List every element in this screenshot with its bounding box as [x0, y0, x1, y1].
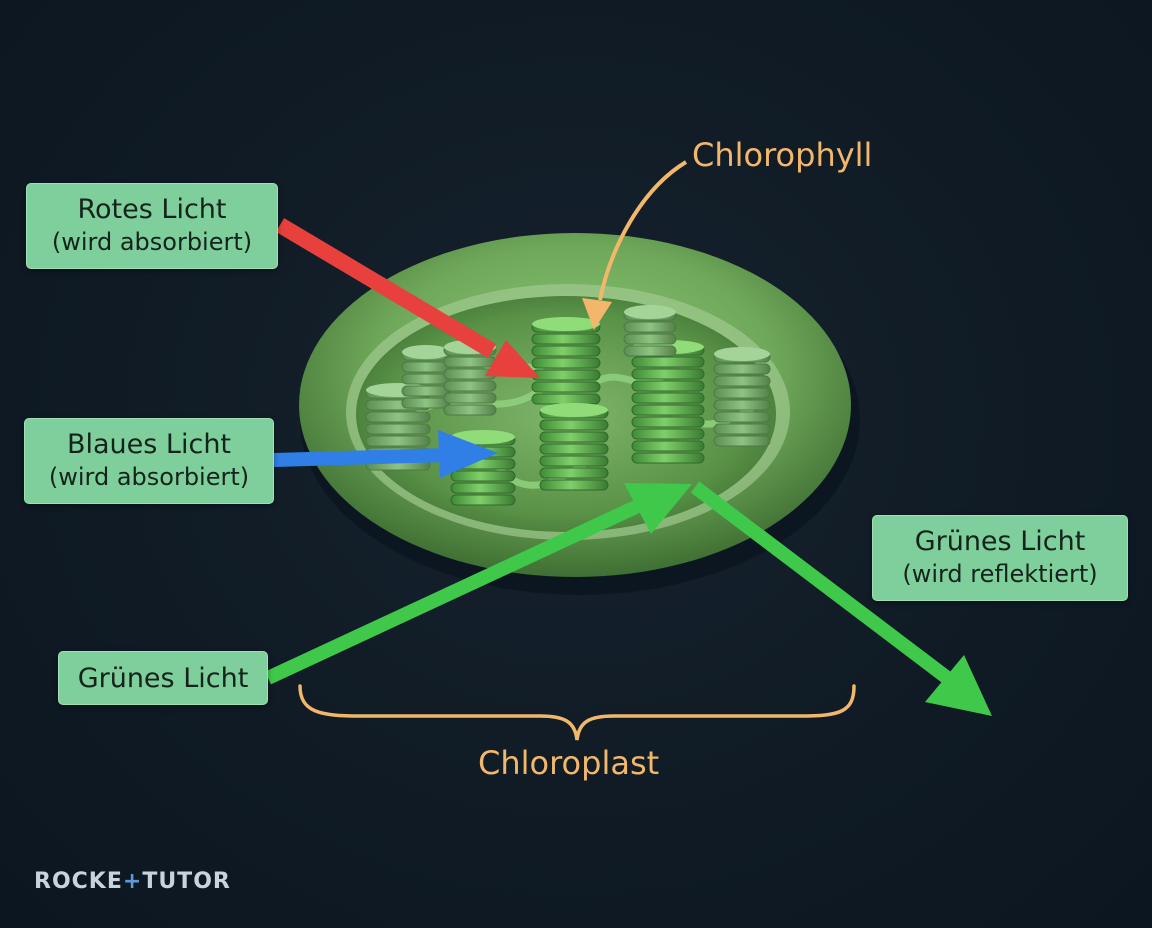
granum-top — [451, 430, 515, 444]
thylakoid-disc — [450, 482, 516, 494]
thylakoid-disc — [713, 375, 771, 387]
thylakoid-disc — [631, 428, 705, 440]
logo-mark: + — [122, 869, 143, 894]
red-light-label: Rotes Licht (wird absorbiert) — [26, 183, 278, 269]
thylakoid-disc — [631, 452, 705, 464]
blue-light-label: Blaues Licht (wird absorbiert) — [24, 418, 274, 504]
granum-stack — [401, 345, 451, 409]
thylakoid-disc — [539, 479, 609, 491]
thylakoid-disc — [539, 443, 609, 455]
granum-stack — [713, 347, 771, 447]
thylakoid-disc — [531, 381, 601, 393]
thylakoid-disc — [539, 431, 609, 443]
granum-top — [714, 347, 770, 361]
green-light-out-label: Grünes Licht (wird reflektiert) — [872, 515, 1128, 601]
green-light-out-arrow — [690, 481, 992, 716]
red-light-subtitle: (wird absorbiert) — [51, 228, 253, 256]
granum-top — [540, 403, 608, 417]
thylakoid-disc — [539, 467, 609, 479]
thylakoid-disc — [713, 411, 771, 423]
blue-light-title: Blaues Licht — [66, 429, 232, 460]
thylakoid-disc — [531, 369, 601, 381]
granum-top — [402, 345, 450, 359]
granum-top — [532, 317, 600, 331]
blue-light-subtitle: (wird absorbiert) — [48, 463, 250, 491]
thylakoid-disc — [713, 435, 771, 447]
granum-top — [624, 305, 676, 319]
thylakoid-disc — [443, 356, 497, 368]
thylakoid-disc — [631, 368, 705, 380]
thylakoid-disc — [713, 399, 771, 411]
red-light-arrow — [275, 218, 540, 378]
thylakoid-disc — [443, 404, 497, 416]
brand-logo: ROCKE+TUTOR — [34, 869, 231, 894]
granum-stack — [623, 305, 677, 357]
green-light-in-title: Grünes Licht — [77, 662, 249, 694]
thylakoid-disc — [401, 397, 451, 409]
logo-part1: ROCKE — [34, 869, 123, 894]
thylakoid-disc — [623, 345, 677, 357]
red-light-title: Rotes Licht — [77, 194, 227, 225]
thylakoid-disc — [631, 380, 705, 392]
thylakoid-disc — [365, 435, 431, 447]
green-light-out-title: Grünes Licht — [914, 526, 1086, 557]
thylakoid-disc — [713, 363, 771, 375]
thylakoid-disc — [365, 423, 431, 435]
green-light-in-arrow — [265, 483, 692, 685]
thylakoid-disc — [631, 416, 705, 428]
thylakoid-disc — [450, 494, 516, 506]
granum-stack — [531, 317, 601, 405]
thylakoid-disc — [631, 392, 705, 404]
thylakoid-disc — [401, 373, 451, 385]
granum-stack — [539, 403, 609, 491]
light-ray-arrows — [265, 160, 992, 716]
thylakoid-disc — [443, 392, 497, 404]
thylakoid-disc — [401, 385, 451, 397]
thylakoid-disc — [401, 361, 451, 373]
thylakoid-disc — [713, 387, 771, 399]
curly-brace — [298, 684, 856, 741]
thylakoid-disc — [443, 380, 497, 392]
thylakoid-disc — [450, 470, 516, 482]
chlorophyll-label: Chlorophyll — [692, 136, 873, 174]
thylakoid-disc — [531, 393, 601, 405]
thylakoid-disc — [531, 333, 601, 345]
thylakoid-disc — [365, 411, 431, 423]
thylakoid-disc — [623, 321, 677, 333]
thylakoid-disc — [623, 333, 677, 345]
green-light-out-subtitle: (wird reflektiert) — [902, 560, 1098, 588]
chloroplast-label: Chloroplast — [478, 744, 660, 782]
logo-part2: TUTOR — [142, 869, 231, 894]
thylakoid-disc — [539, 419, 609, 431]
thylakoid-disc — [631, 404, 705, 416]
thylakoid-disc — [531, 357, 601, 369]
chlorophyll-pointer-arrow — [582, 160, 688, 330]
thylakoid-disc — [631, 440, 705, 452]
green-light-in-label: Grünes Licht — [58, 651, 268, 705]
granum-stack — [631, 340, 705, 464]
thylakoid-disc — [531, 345, 601, 357]
thylakoid-disc — [539, 455, 609, 467]
blue-light-arrow — [273, 430, 498, 478]
thylakoid-disc — [713, 423, 771, 435]
thylakoid-disc — [631, 356, 705, 368]
